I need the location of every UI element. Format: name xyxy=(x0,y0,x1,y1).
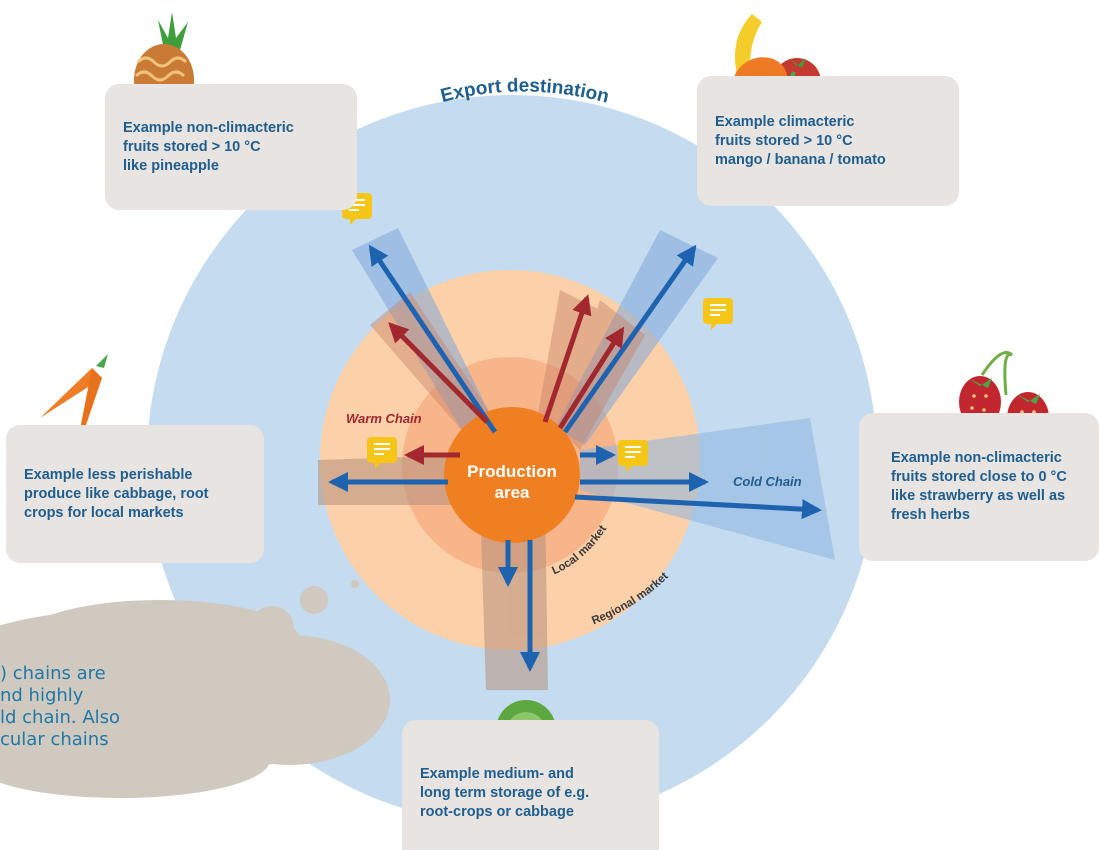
example-box-top-right-text: Example climacteric fruits stored > 10 °… xyxy=(715,113,886,168)
comment-icon[interactable] xyxy=(618,440,648,472)
example-box-bottom: Example medium- and long term storage of… xyxy=(402,720,659,850)
warm-arrow-upper-right xyxy=(557,326,625,430)
warm-chain-arrows xyxy=(388,294,625,465)
warm-arrow-upper-middle xyxy=(542,294,592,423)
cold-arrow-right-lower xyxy=(574,494,822,520)
cold-chain-label: Cold Chain xyxy=(733,474,802,489)
comment-icon[interactable] xyxy=(703,298,733,330)
example-box-right-text: Example non-climacteric fruits stored cl… xyxy=(891,450,1067,523)
thought-bubble xyxy=(0,580,390,798)
cold-chain-beams xyxy=(318,228,835,690)
example-box-top-left: Example non-climacteric fruits stored > … xyxy=(105,84,357,210)
warm-arrow-upper-left xyxy=(388,322,489,424)
production-area-label-line2: area xyxy=(495,483,531,502)
thought-bubble-text: ) chains are nd highly ld chain. Also cu… xyxy=(0,663,121,750)
comment-icon[interactable] xyxy=(367,437,397,469)
cold-arrow-top-left xyxy=(368,244,498,434)
example-box-left: Example less perishable produce like cab… xyxy=(6,425,264,563)
example-box-bottom-text: Example medium- and long term storage of… xyxy=(420,766,590,820)
example-box-top-left-text: Example non-climacteric fruits stored > … xyxy=(123,119,294,174)
example-box-right: Example non-climacteric fruits stored cl… xyxy=(859,413,1099,561)
cold-arrow-top-right xyxy=(562,244,697,434)
cold-chain-arrows xyxy=(328,244,822,672)
example-box-left-text: Example less perishable produce like cab… xyxy=(24,466,209,521)
example-box-top-right: Example climacteric fruits stored > 10 °… xyxy=(697,76,959,206)
warm-chain-label: Warm Chain xyxy=(346,411,422,426)
production-area xyxy=(444,407,580,543)
production-area-label: Production xyxy=(467,462,557,481)
